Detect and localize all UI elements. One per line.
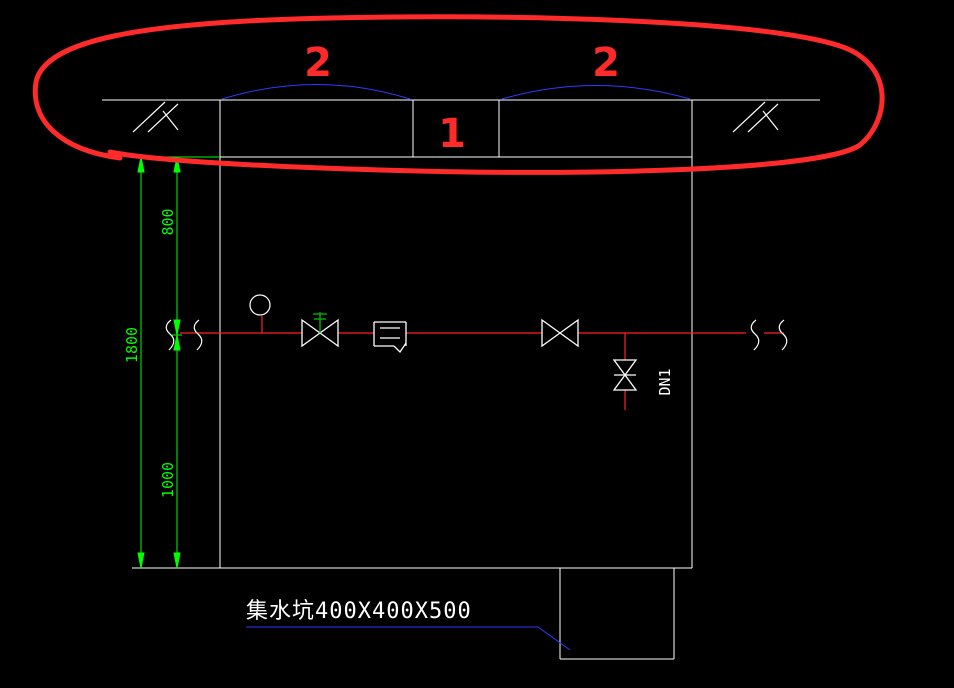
dimension-total: 1800 — [123, 327, 141, 363]
slab-arc-left — [221, 84, 411, 100]
ground-and-cover — [102, 99, 820, 158]
dimension-lines — [132, 156, 220, 569]
pit-outline — [132, 157, 693, 569]
ground-hatch-icon — [132, 101, 179, 133]
gate-valve-icon — [301, 318, 339, 348]
sump-leader-line — [246, 626, 571, 651]
sump-pit — [559, 568, 675, 660]
main-pipe — [180, 316, 784, 410]
drain-valve-icon — [612, 359, 638, 391]
dimension-upper: 800 — [159, 208, 177, 235]
ground-hatch-icon — [732, 101, 779, 133]
dimension-lower: 1000 — [159, 462, 177, 498]
pipe-break-icon — [750, 319, 788, 351]
check-valve-icon — [373, 321, 407, 354]
sump-label: 集水坑400X400X500 — [246, 599, 472, 624]
pressure-gauge-icon — [249, 294, 271, 316]
slab-arc-right — [501, 85, 691, 100]
pipe-break-icon — [165, 319, 203, 351]
annotation-slab-left: 2 — [304, 40, 332, 86]
annotation-slab-middle: 1 — [438, 111, 466, 157]
gate-valve-icon — [541, 318, 579, 348]
annotation-slab-right: 2 — [592, 40, 620, 86]
annotation-outline — [32, 14, 885, 175]
valve-handle-icon — [313, 312, 327, 333]
drain-valve-label: DN1 — [656, 368, 674, 395]
